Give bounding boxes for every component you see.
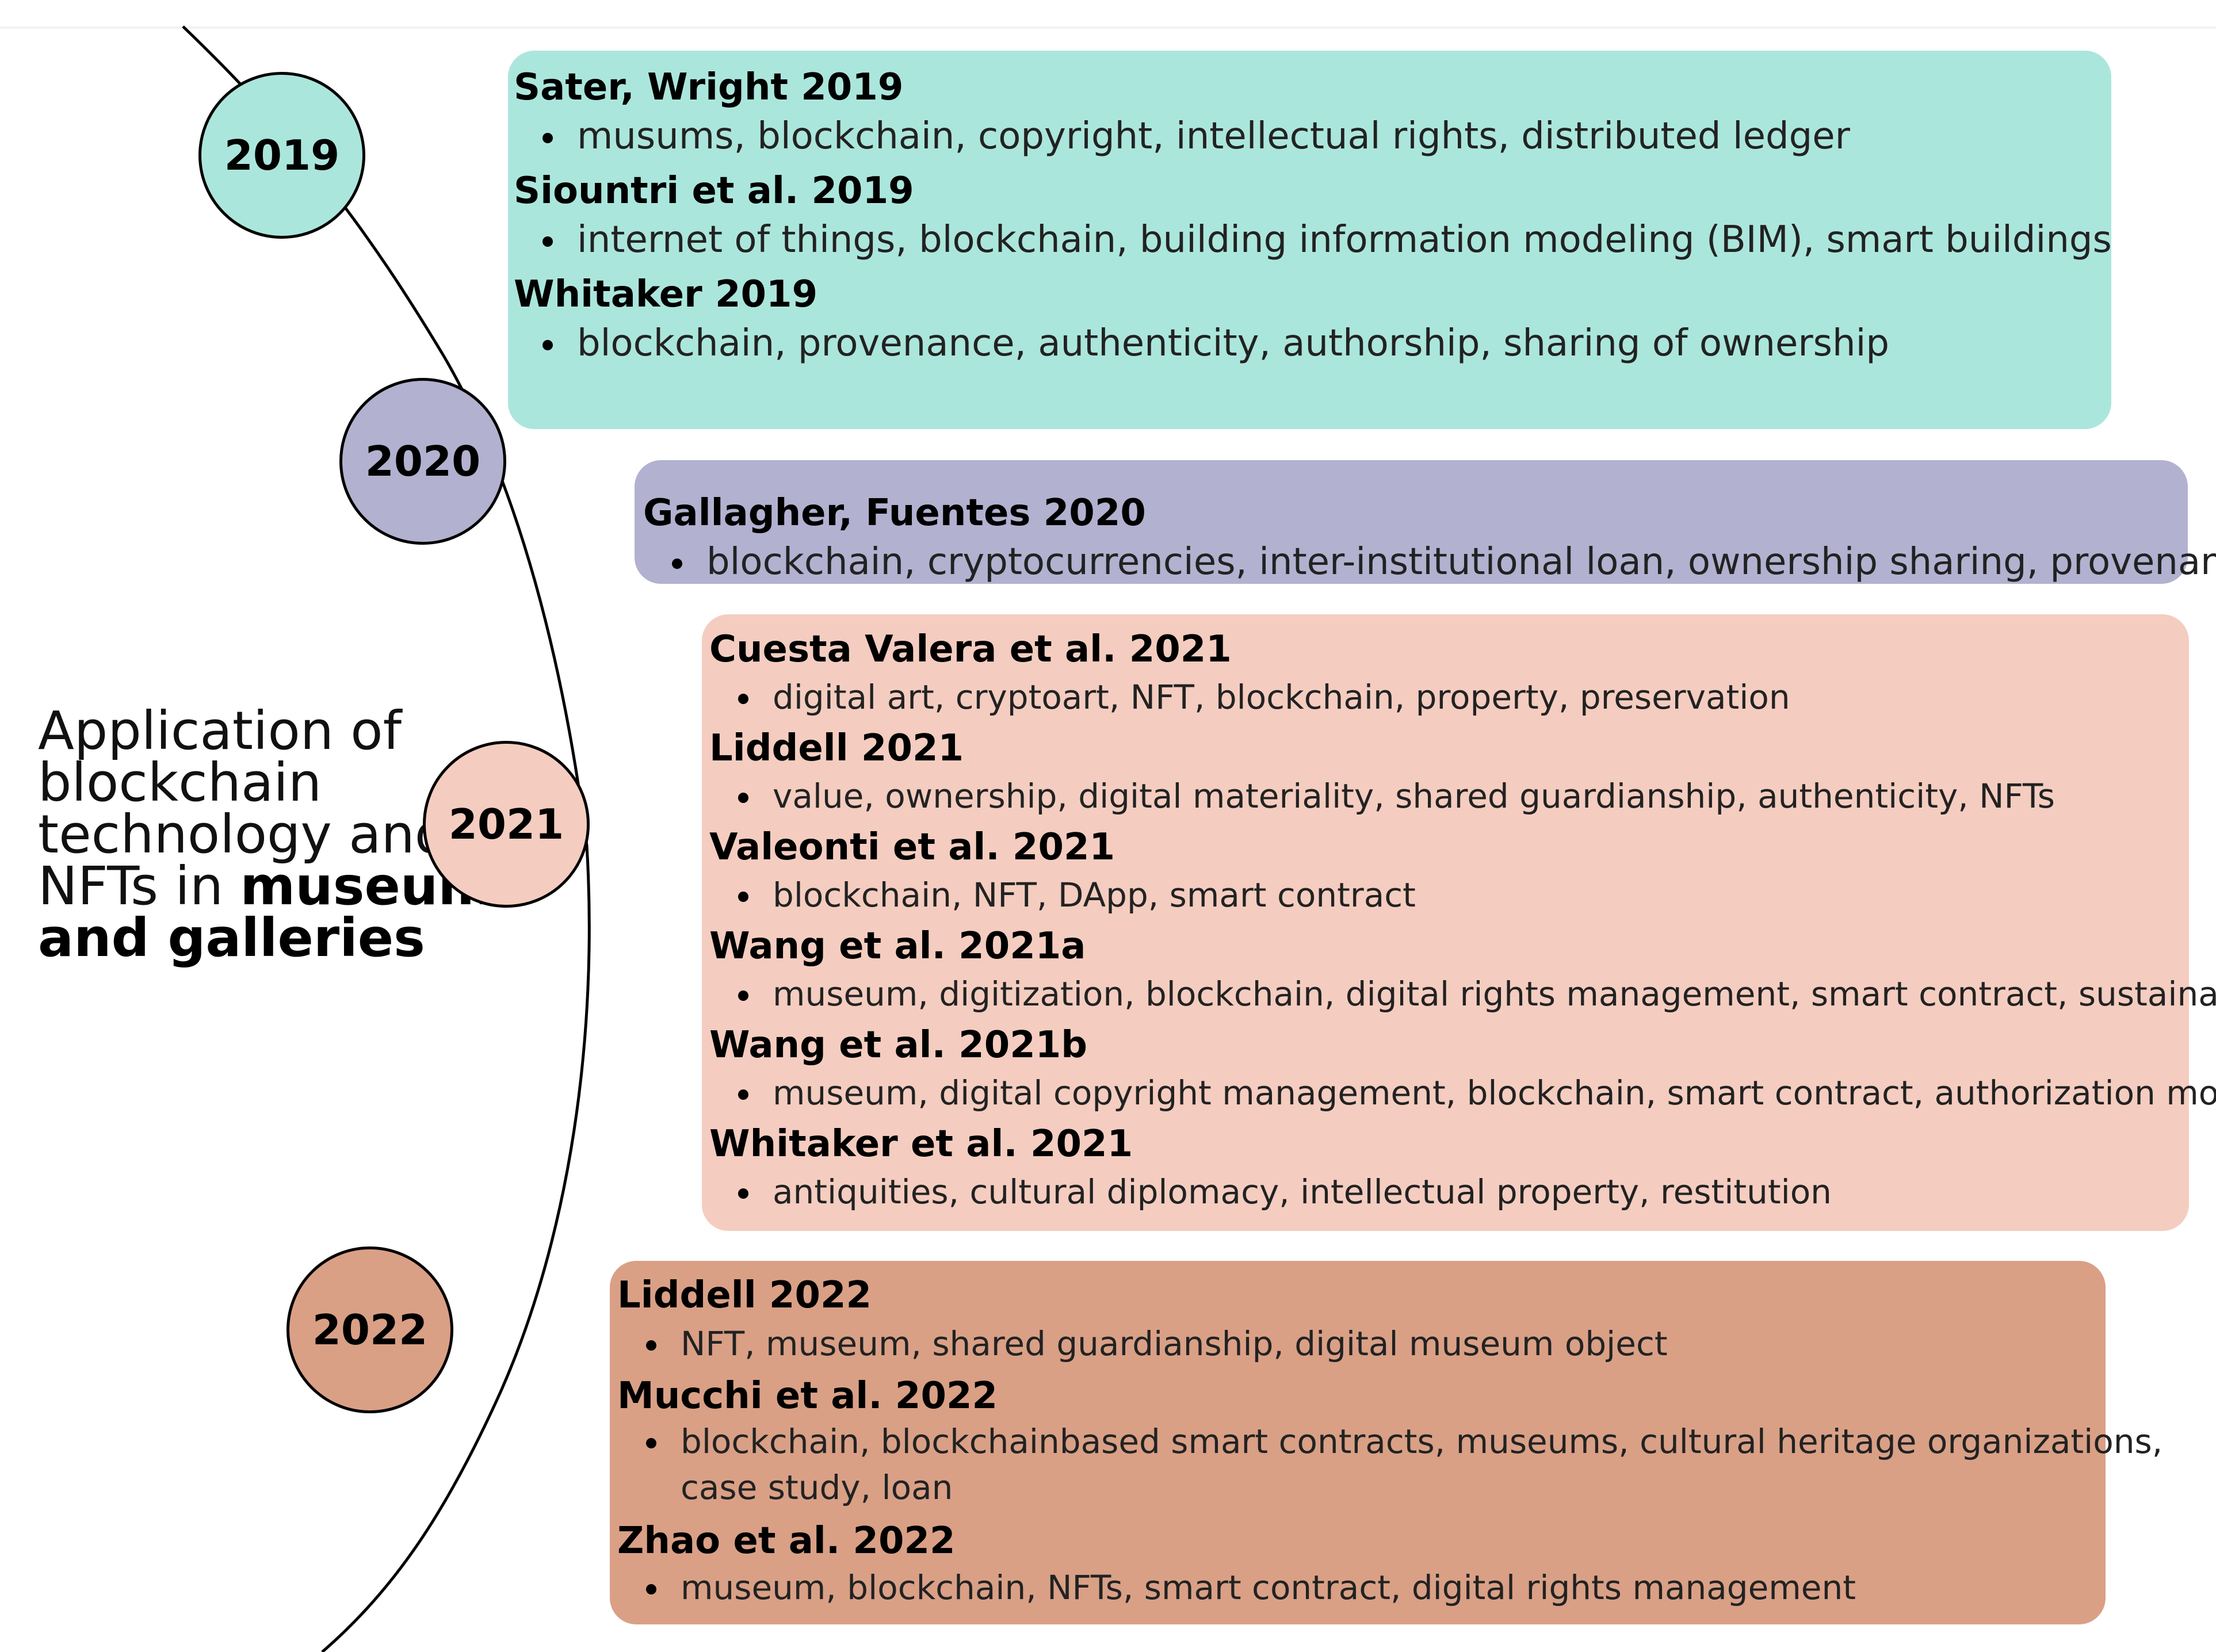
keyword-text: digital art, cryptoart, NFT, blockchain,…	[773, 678, 1790, 717]
entry-title-liddell-2022: Liddell 2022	[617, 1274, 872, 1317]
entry-title-siountri-et-al-2019: Siountri et al. 2019	[514, 170, 914, 212]
year-label: 2022	[312, 1306, 428, 1354]
entry-title-zhao-et-al-2022: Zhao et al. 2022	[617, 1520, 956, 1562]
keyword-text: NFT, museum, shared guardianship, digita…	[681, 1324, 1668, 1363]
bullet-dot-icon	[646, 1584, 656, 1594]
year-label: 2021	[448, 800, 564, 848]
keyword-text: antiquities, cultural diplomacy, intelle…	[773, 1172, 1832, 1211]
year-node-2020: 2020	[339, 378, 506, 545]
bullet-dot-icon	[646, 1340, 656, 1351]
keyword-text: museum, digital copyright management, bl…	[773, 1073, 2216, 1112]
entry-title-cuesta-valera-et-al-2021: Cuesta Valera et al. 2021	[709, 628, 1232, 671]
keyword-text: internet of things, blockchain, building…	[577, 219, 2112, 261]
bullet-dot-icon	[738, 1188, 748, 1199]
entry-title-sater-wright-2019: Sater, Wright 2019	[514, 66, 904, 109]
bullet-dot-icon	[542, 133, 553, 143]
entry-title-whitaker-et-al-2021: Whitaker et al. 2021	[709, 1123, 1133, 1165]
entry-title-wang-et-al-2021b: Wang et al. 2021b	[709, 1024, 1088, 1066]
title-line-4-prefix: NFTs in	[38, 855, 240, 917]
bullet-dot-icon	[672, 559, 682, 569]
bullet-dot-icon	[738, 694, 748, 704]
entry-title-whitaker-2019: Whitaker 2019	[514, 273, 818, 316]
entry-title-gallagher-fuentes-2020: Gallagher, Fuentes 2020	[643, 492, 1146, 534]
keyword-text: blockchain, NFT, DApp, smart contract	[773, 875, 1416, 915]
year-2020-box	[635, 460, 2188, 584]
keyword-text: blockchain, provenance, authenticity, au…	[577, 322, 1889, 365]
keyword-text: musums, blockchain, copyright, intellect…	[577, 115, 1850, 158]
bullet-dot-icon	[738, 1089, 748, 1100]
keyword-text: case study, loan	[681, 1468, 953, 1507]
bullet-dot-icon	[738, 793, 748, 803]
year-node-2022: 2022	[286, 1246, 453, 1413]
bullet-dot-icon	[542, 236, 553, 247]
year-node-2019: 2019	[198, 72, 365, 239]
keyword-text: museum, digitization, blockchain, digita…	[773, 974, 2216, 1014]
title-line-5: and galleries	[38, 907, 425, 969]
bullet-dot-icon	[646, 1438, 656, 1448]
year-label: 2020	[365, 437, 481, 485]
entry-title-valeonti-et-al-2021: Valeonti et al. 2021	[709, 826, 1115, 869]
keyword-text: value, ownership, digital materiality, s…	[773, 777, 2055, 816]
bullet-dot-icon	[738, 991, 748, 1001]
keyword-text: blockchain, cryptocurrencies, inter-inst…	[706, 541, 2216, 583]
top-divider	[0, 26, 2216, 29]
year-label: 2019	[224, 131, 340, 179]
title-line-1: Application of	[38, 700, 402, 762]
title-line-2: blockchain	[38, 752, 322, 813]
entry-title-mucchi-et-al-2022: Mucchi et al. 2022	[617, 1375, 998, 1417]
keyword-text: blockchain, blockchainbased smart contra…	[681, 1422, 2163, 1461]
diagram-title: Application of blockchain technology and…	[38, 700, 527, 969]
year-2019-box	[508, 51, 2111, 429]
title-line-3: technology and	[38, 804, 449, 865]
year-node-2021: 2021	[423, 741, 590, 908]
year-2022-box	[610, 1261, 2106, 1624]
entry-title-liddell-2021: Liddell 2021	[709, 727, 964, 770]
bullet-dot-icon	[542, 340, 553, 350]
keyword-text: museum, blockchain, NFTs, smart contract…	[681, 1568, 1856, 1607]
bullet-dot-icon	[738, 892, 748, 902]
year-2021-box	[702, 614, 2189, 1231]
entry-title-wang-et-al-2021a: Wang et al. 2021a	[709, 925, 1086, 968]
